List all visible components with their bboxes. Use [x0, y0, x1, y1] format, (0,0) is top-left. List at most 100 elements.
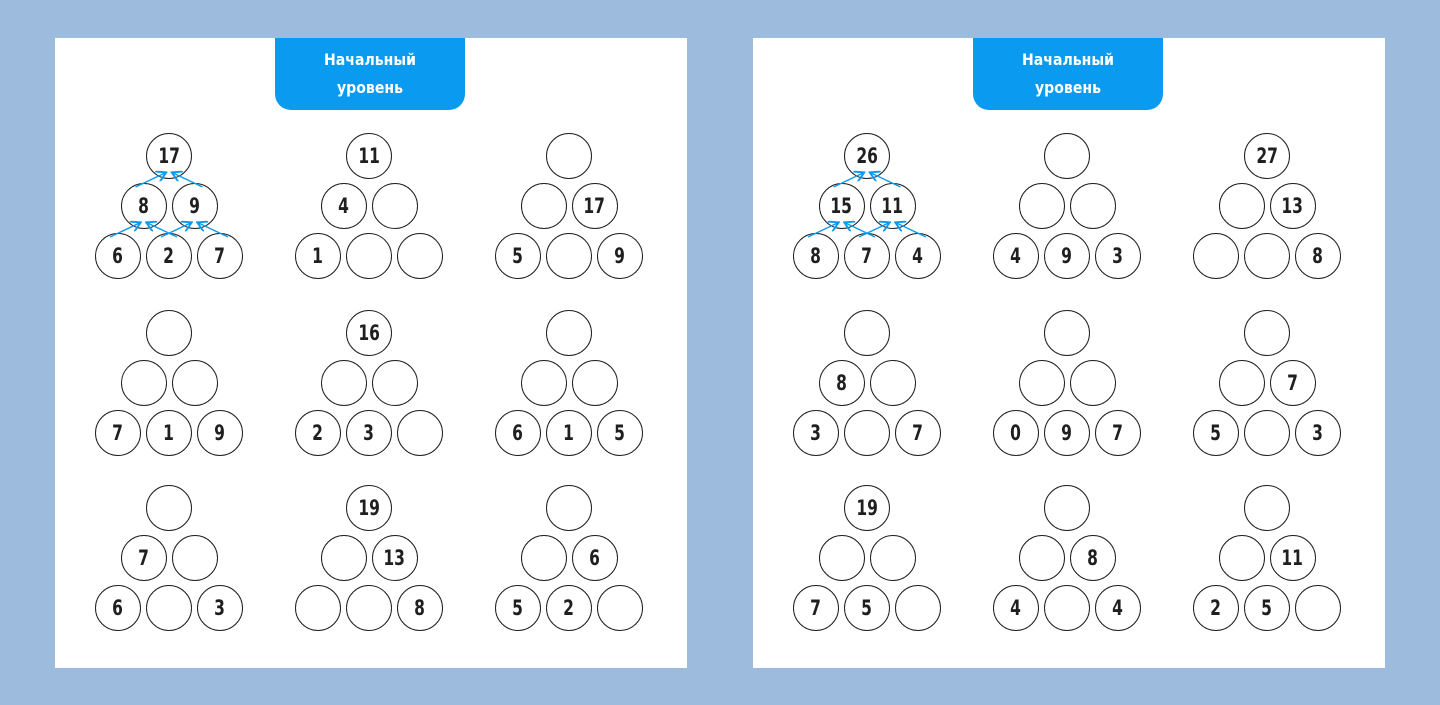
empty-number-cell[interactable] [295, 585, 341, 631]
empty-number-cell[interactable] [371, 183, 418, 229]
number-cell: 8 [818, 360, 865, 406]
empty-number-cell[interactable] [320, 535, 367, 581]
cell-value: 5 [1261, 596, 1273, 620]
empty-number-cell[interactable] [1244, 233, 1290, 279]
empty-number-cell[interactable] [520, 183, 567, 229]
empty-number-cell[interactable] [146, 310, 192, 356]
empty-number-cell[interactable] [844, 310, 890, 356]
empty-number-cell[interactable] [520, 535, 567, 581]
cell-value: 7 [1287, 371, 1298, 395]
empty-number-cell[interactable] [171, 360, 218, 406]
cell-value: 19 [856, 496, 878, 520]
empty-number-cell[interactable] [320, 360, 367, 406]
cell-value: 11 [358, 144, 380, 168]
number-cell: 6 [495, 410, 541, 456]
cell-value: 7 [912, 421, 924, 445]
empty-number-cell[interactable] [1044, 133, 1090, 179]
cell-value: 3 [1312, 421, 1324, 445]
cell-value: 7 [1112, 421, 1124, 445]
empty-number-cell[interactable] [869, 535, 916, 581]
number-cell: 27 [1244, 133, 1290, 179]
cell-value: 2 [163, 244, 175, 268]
empty-number-cell[interactable] [1244, 485, 1290, 531]
empty-number-cell[interactable] [146, 585, 192, 631]
empty-number-cell[interactable] [1018, 183, 1065, 229]
number-cell: 2 [1193, 585, 1239, 631]
cell-value: 13 [1281, 194, 1304, 218]
empty-number-cell[interactable] [818, 535, 865, 581]
number-cell: 3 [1295, 410, 1341, 456]
number-cell: 5 [495, 585, 541, 631]
empty-number-cell[interactable] [520, 360, 567, 406]
empty-number-cell[interactable] [171, 535, 218, 581]
cell-value: 13 [383, 546, 406, 570]
number-cell: 8 [1295, 233, 1341, 279]
empty-number-cell[interactable] [146, 485, 192, 531]
empty-number-cell[interactable] [546, 133, 592, 179]
empty-number-cell[interactable] [346, 233, 392, 279]
number-cell: 16 [346, 310, 392, 356]
empty-number-cell[interactable] [546, 233, 592, 279]
empty-number-cell[interactable] [869, 360, 916, 406]
number-cell: 8 [1069, 535, 1116, 581]
empty-number-cell[interactable] [1295, 585, 1341, 631]
number-cell: 8 [793, 233, 839, 279]
empty-number-cell[interactable] [1069, 360, 1116, 406]
empty-number-cell[interactable] [1044, 310, 1090, 356]
empty-number-cell[interactable] [597, 585, 643, 631]
number-cell: 4 [993, 585, 1039, 631]
empty-number-cell[interactable] [1044, 585, 1090, 631]
cell-value: 4 [1010, 244, 1022, 268]
number-cell: 7 [197, 233, 243, 279]
empty-number-cell[interactable] [1218, 183, 1265, 229]
number-cell: 9 [1044, 233, 1090, 279]
number-cell: 7 [844, 233, 890, 279]
empty-number-cell[interactable] [1018, 535, 1065, 581]
empty-number-cell[interactable] [895, 585, 941, 631]
empty-number-cell[interactable] [1218, 360, 1265, 406]
empty-number-cell[interactable] [1193, 233, 1239, 279]
empty-number-cell[interactable] [346, 585, 392, 631]
cell-value: 7 [138, 546, 149, 570]
cell-value: 9 [214, 421, 226, 445]
cell-value: 3 [363, 421, 375, 445]
empty-number-cell[interactable] [371, 360, 418, 406]
cell-value: 9 [1061, 244, 1073, 268]
cell-value: 3 [1112, 244, 1124, 268]
cell-value: 6 [512, 421, 524, 445]
empty-number-cell[interactable] [844, 410, 890, 456]
empty-number-cell[interactable] [571, 360, 618, 406]
empty-number-cell[interactable] [1018, 360, 1065, 406]
empty-number-cell[interactable] [397, 410, 443, 456]
number-cell: 8 [120, 183, 167, 229]
empty-number-cell[interactable] [546, 310, 592, 356]
cell-value: 9 [614, 244, 626, 268]
cell-value: 1 [312, 244, 324, 268]
empty-number-cell[interactable] [397, 233, 443, 279]
cell-value: 5 [614, 421, 626, 445]
cell-value: 8 [810, 244, 822, 268]
empty-number-cell[interactable] [1218, 535, 1265, 581]
empty-number-cell[interactable] [1069, 183, 1116, 229]
cell-value: 26 [856, 144, 878, 168]
number-cell: 15 [818, 183, 865, 229]
empty-number-cell[interactable] [546, 485, 592, 531]
empty-number-cell[interactable] [120, 360, 167, 406]
number-cell: 6 [95, 233, 141, 279]
number-cell: 13 [1269, 183, 1316, 229]
number-pyramid: 4 9 3 [993, 133, 1153, 293]
number-cell: 7 [1095, 410, 1141, 456]
number-cell: 26 [844, 133, 890, 179]
empty-number-cell[interactable] [1244, 410, 1290, 456]
empty-number-cell[interactable] [1044, 485, 1090, 531]
cell-value: 2 [312, 421, 324, 445]
empty-number-cell[interactable] [1244, 310, 1290, 356]
number-cell: 5 [1193, 410, 1239, 456]
number-cell: 2 [295, 410, 341, 456]
number-cell: 2 [146, 233, 192, 279]
